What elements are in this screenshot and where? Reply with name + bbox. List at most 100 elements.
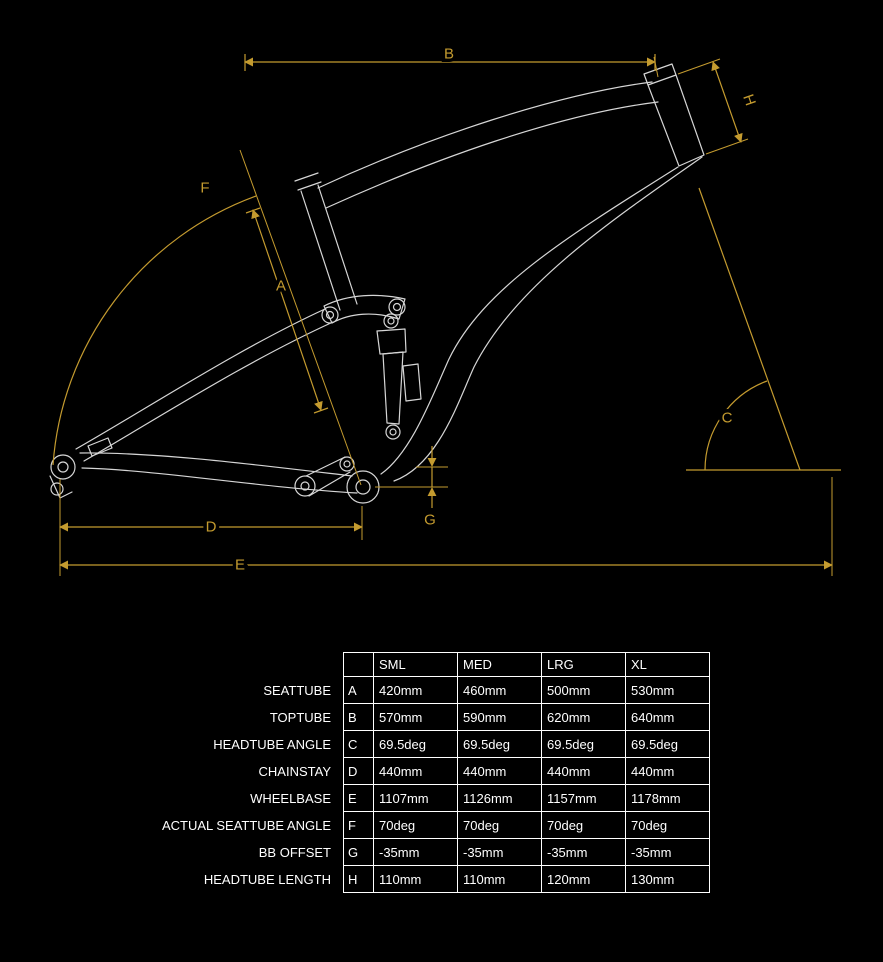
cell-value: 530mm (625, 676, 710, 704)
cell-value: 69.5deg (373, 730, 458, 758)
table-row-actual-seattube-angle: ACTUAL SEATTUBE ANGLE F 70deg 70deg 70de… (55, 811, 710, 839)
chainstay-lower (81, 467, 358, 494)
cell-value: 69.5deg (625, 730, 710, 758)
row-key: D (343, 757, 374, 785)
cell-value: 590mm (457, 703, 542, 731)
seat-tube (300, 190, 341, 311)
rocker-pivot-front-bolt (392, 302, 402, 312)
seatstay (75, 308, 326, 450)
cell-value: 460mm (457, 676, 542, 704)
dimension-A: A (245, 207, 329, 414)
dimension-G: G (375, 446, 448, 532)
row-key: G (343, 838, 374, 866)
col-header-xl: XL (625, 652, 710, 677)
shock-lower-bolt (389, 428, 397, 436)
dim-A-tick-top (245, 207, 261, 214)
cell-value: -35mm (457, 838, 542, 866)
cell-value: 130mm (625, 865, 710, 893)
geometry-diagram: B H F A C D G (49, 45, 841, 577)
dimension-label-A: A (276, 278, 286, 295)
cell-value: 440mm (373, 757, 458, 785)
cell-value: 120mm (541, 865, 626, 893)
dimension-C: C (686, 187, 841, 471)
headset-cap (643, 63, 677, 86)
dimension-E: E (59, 477, 833, 577)
row-label: HEADTUBE LENGTH (203, 871, 331, 887)
cell-value: 440mm (457, 757, 542, 785)
shock-upper-eyelet (383, 313, 399, 329)
bb-spindle (355, 479, 371, 495)
row-key: H (343, 865, 374, 893)
table-row-wheelbase: WHEELBASE E 1107mm 1126mm 1157mm 1178mm (55, 784, 710, 812)
table-row-chainstay: CHAINSTAY D 440mm 440mm 440mm 440mm (55, 757, 710, 785)
table-row-headtube-angle: HEADTUBE ANGLE C 69.5deg 69.5deg 69.5deg… (55, 730, 710, 758)
dim-C-arc (704, 380, 768, 471)
dim-F-arc (52, 195, 257, 466)
col-header-sml: SML (373, 652, 458, 677)
down-tube-lower (393, 156, 703, 482)
row-key: C (343, 730, 374, 758)
rear-dropout (50, 454, 76, 480)
rear-axle (57, 461, 69, 473)
cell-value: 1107mm (373, 784, 458, 812)
cell-value: 70deg (373, 811, 458, 839)
derailleur-hanger (50, 482, 64, 496)
dimension-label-F: F (200, 180, 209, 197)
brake-mount (87, 437, 113, 457)
dimension-label-G: G (424, 512, 436, 529)
cell-value: 1178mm (625, 784, 710, 812)
table-row-headtube-length: HEADTUBE LENGTH H 110mm 110mm 120mm 130m… (55, 865, 710, 893)
cell-value: 500mm (541, 676, 626, 704)
dim-H-ext-bottom (705, 138, 749, 155)
dimension-F: F (52, 149, 362, 486)
table-header-row: SML MED LRG XL (55, 652, 710, 677)
row-key: A (343, 676, 374, 704)
dim-H-ext-top (677, 58, 721, 75)
rocker-pivot-rear-bolt (325, 310, 335, 320)
dimension-label-C: C (722, 410, 733, 427)
geometry-table: SML MED LRG XL SEATTUBE A 420mm 460mm 50… (55, 652, 710, 893)
row-key: E (343, 784, 374, 812)
dim-C-axis-line (698, 187, 801, 471)
row-key: F (343, 811, 374, 839)
row-key: B (343, 703, 374, 731)
top-tube (317, 81, 653, 189)
rocker-link (323, 294, 406, 324)
dim-A-tick-bottom (313, 407, 329, 414)
cell-value: -35mm (625, 838, 710, 866)
table-row-toptube: TOPTUBE B 570mm 590mm 620mm 640mm (55, 703, 710, 731)
cell-value: 110mm (457, 865, 542, 893)
lower-link-pivot2 (339, 456, 355, 472)
cell-value: 440mm (625, 757, 710, 785)
lower-link-bar (305, 456, 351, 497)
seatstay-lower (83, 321, 334, 462)
seat-collar (294, 172, 322, 191)
lower-link-bolt2 (343, 460, 351, 468)
shock-shaft (382, 351, 404, 425)
cell-value: 620mm (541, 703, 626, 731)
shock-body (376, 328, 407, 355)
head-tube (647, 74, 705, 167)
cell-value: 70deg (541, 811, 626, 839)
top-tube-lower (325, 101, 659, 209)
shock-lower-eyelet (385, 424, 401, 440)
cell-value: -35mm (541, 838, 626, 866)
row-label-spacer (55, 653, 344, 677)
dimension-label-B: B (444, 46, 454, 63)
col-header-lrg: LRG (541, 652, 626, 677)
seat-tube-right (317, 184, 358, 305)
dimension-D: D (59, 479, 363, 576)
corner-cell (343, 652, 374, 677)
row-label: CHAINSTAY (258, 763, 331, 779)
dimension-label-D: D (206, 519, 217, 536)
shock-upper-bolt (387, 317, 395, 325)
row-label: BB OFFSET (258, 844, 331, 860)
dim-H-line (711, 61, 743, 143)
shock-reservoir (402, 363, 422, 402)
col-header-med: MED (457, 652, 542, 677)
cell-value: 70deg (625, 811, 710, 839)
row-label: HEADTUBE ANGLE (213, 736, 331, 752)
row-label: SEATTUBE (263, 682, 331, 698)
table-row-seattube: SEATTUBE A 420mm 460mm 500mm 530mm (55, 676, 710, 704)
